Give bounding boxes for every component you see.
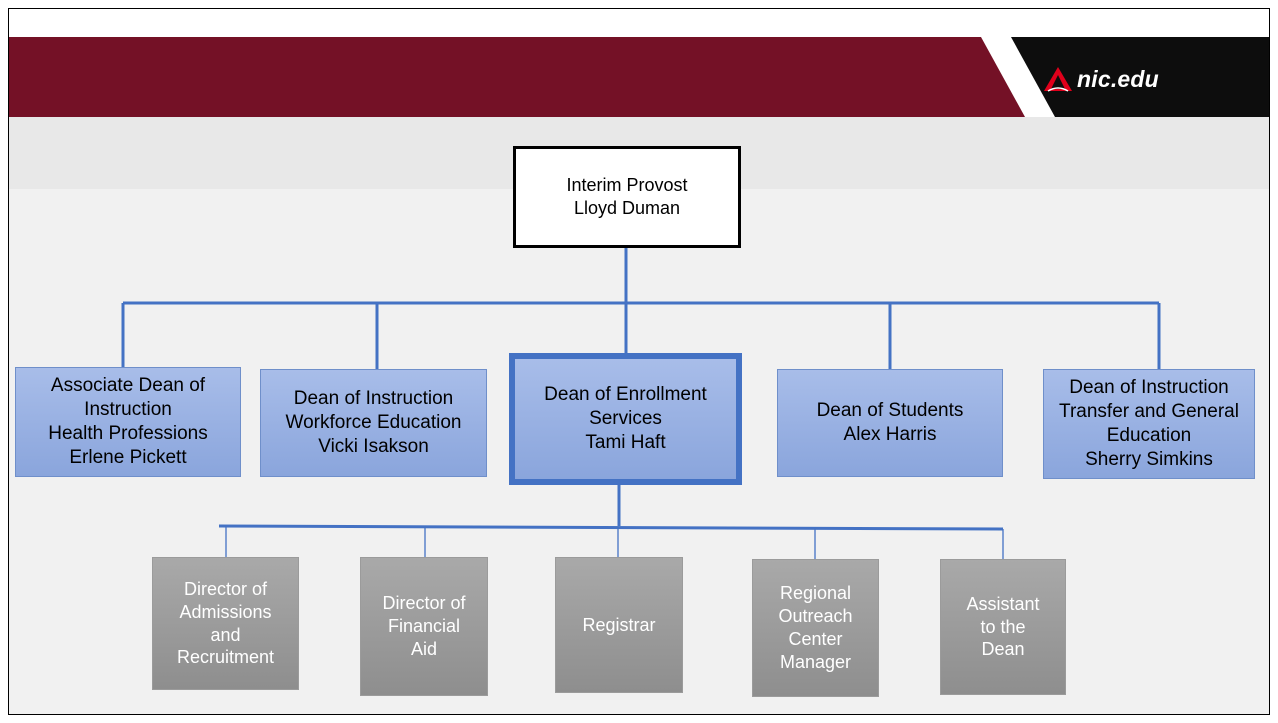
header-band <box>9 37 1269 117</box>
provost-box: Interim Provost Lloyd Duman <box>513 146 741 248</box>
staff-box-regional-outreach: Regional Outreach Center Manager <box>752 559 879 697</box>
dean-line: Tami Haft <box>585 432 666 454</box>
staff-line: Director of <box>183 578 268 599</box>
provost-name: Lloyd Duman <box>573 198 681 218</box>
staff-box-registrar: Registrar <box>555 557 683 693</box>
dean-line: Instruction <box>84 398 172 420</box>
dean-line: Dean of Enrollment <box>544 383 707 405</box>
provost-title: Interim Provost <box>566 175 688 196</box>
dean-box-health-professions: Associate Dean of Instruction Health Pro… <box>15 367 241 477</box>
dean-box-students: Dean of Students Alex Harris <box>777 369 1003 477</box>
dean-line: Vicki Isakson <box>318 436 429 458</box>
staff-line: Recruitment <box>176 647 275 668</box>
dean-line: Services <box>589 407 662 429</box>
black-banner <box>1011 37 1269 117</box>
staff-line: to the <box>980 616 1026 637</box>
staff-box-admissions: Director of Admissions and Recruitment <box>152 557 299 690</box>
staff-line: Outreach <box>778 606 853 627</box>
staff-line: Aid <box>410 638 437 659</box>
staff-box-financial-aid: Director of Financial Aid <box>360 557 488 696</box>
dean-line: Dean of Students <box>816 399 964 421</box>
dean-box-workforce-education: Dean of Instruction Workforce Education … <box>260 369 487 477</box>
dean-line: Health Professions <box>48 423 208 444</box>
logo-text: nic.edu <box>1077 65 1159 92</box>
staff-line: Financial <box>387 616 461 637</box>
dean-line: Erlene Pickett <box>69 447 187 469</box>
staff-line: Regional <box>779 583 852 604</box>
mountain-icon <box>1044 67 1072 92</box>
dean-line: Dean of Instruction <box>1069 376 1229 398</box>
staff-line: Dean <box>981 639 1025 660</box>
dean-box-enrollment-services: Dean of Enrollment Services Tami Haft <box>509 353 742 485</box>
staff-line: Registrar <box>582 614 656 635</box>
dean-line: Dean of Instruction <box>293 387 454 409</box>
staff-line: Assistant <box>966 593 1040 614</box>
dean-box-transfer-general-education: Dean of Instruction Transfer and General… <box>1043 369 1255 479</box>
dean-line: Education <box>1106 425 1192 446</box>
staff-line: and <box>210 624 241 645</box>
dean-line: Associate Dean of <box>50 374 206 396</box>
org-connectors <box>121 246 1161 559</box>
maroon-banner <box>9 37 1025 117</box>
staff-line: Admissions <box>179 601 272 622</box>
nic-logo: nic.edu <box>1043 61 1159 97</box>
dean-line: Alex Harris <box>843 424 937 445</box>
dean-line: Sherry Simkins <box>1085 449 1213 471</box>
dean-line: Transfer and General <box>1059 400 1239 422</box>
slide: nic.edu Interim Provost Lloyd Duman Asso… <box>8 8 1270 715</box>
staff-line: Center <box>788 629 843 649</box>
dean-line: Workforce Education <box>285 411 462 433</box>
staff-box-assistant-to-dean: Assistant to the Dean <box>940 559 1066 695</box>
staff-line: Director of <box>382 593 466 614</box>
staff-line: Manager <box>779 651 852 672</box>
